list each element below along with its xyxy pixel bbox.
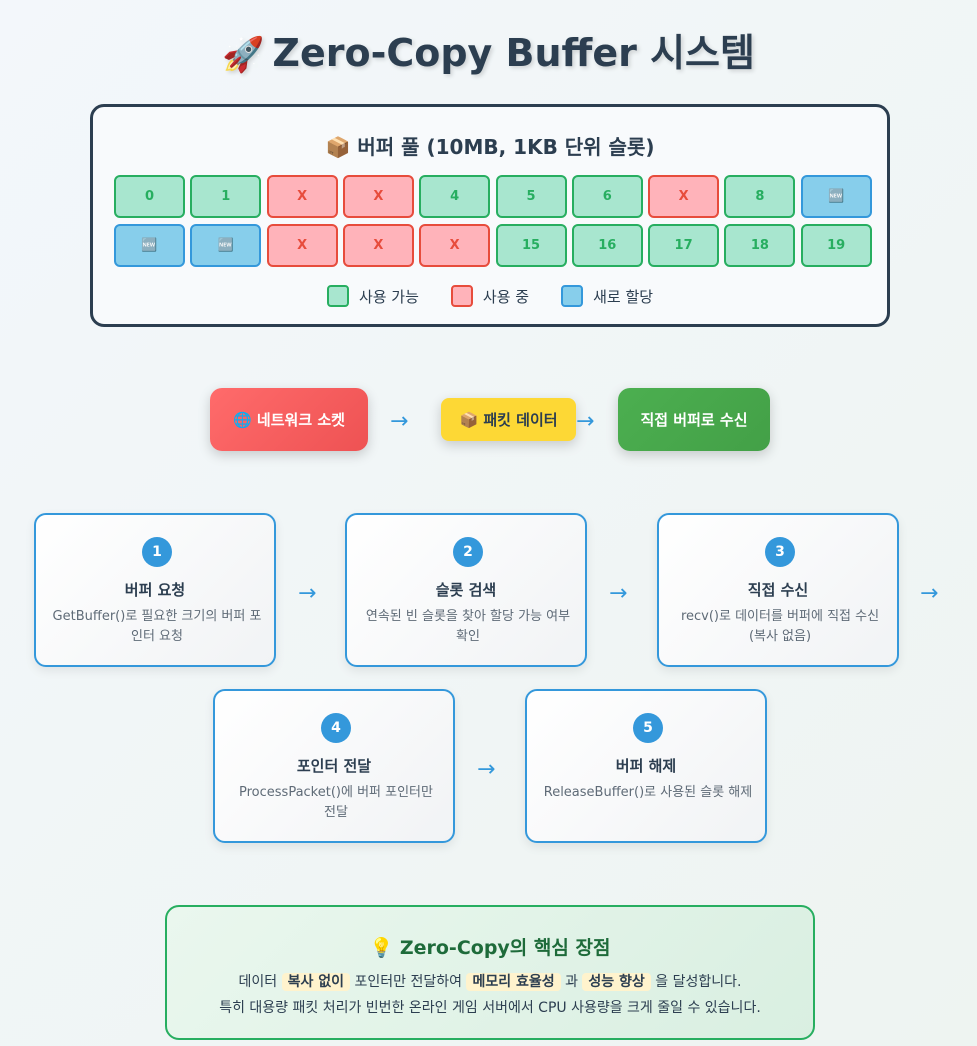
buffer-slot-15: 15 <box>495 224 567 267</box>
step-arrow-4: → <box>477 757 496 782</box>
step-title: 버퍼 해제 <box>615 757 677 775</box>
legend-new-swatch <box>561 285 584 307</box>
step-card-3: 3 직접 수신 recv()로 데이터를 버퍼에 직접 수신 (복사 없음) <box>657 513 899 667</box>
buffer-pool-title-text: 버퍼 풀 (10MB, 1KB 단위 슬롯) <box>357 135 655 159</box>
benefit-title: 💡 Zero-Copy의 핵심 장점 <box>167 933 813 960</box>
step-description: 연속된 빈 슬롯을 찾아 할당 가능 여부 확인 <box>365 609 571 644</box>
page-title-text: Zero-Copy Buffer 시스템 <box>272 31 755 75</box>
highlight-performance: 성능 향상 <box>582 973 651 991</box>
buffer-slot-9: 🆕 <box>800 175 872 218</box>
buffer-slot-7: X <box>648 175 720 218</box>
buffer-pool-title: 📦 버퍼 풀 (10MB, 1KB 단위 슬롯) <box>93 131 887 160</box>
page-title: 🚀Zero-Copy Buffer 시스템 <box>0 22 977 77</box>
buffer-slot-6: 6 <box>571 175 643 218</box>
slot-legend: 사용 가능 사용 중 새로 할당 <box>93 285 887 307</box>
legend-free-swatch <box>326 285 349 307</box>
benefit-text-segment: 과 <box>565 974 578 990</box>
step-card-1: 1 버퍼 요청 GetBuffer()로 필요한 크기의 버퍼 포인터 요청 <box>34 513 276 667</box>
step-title: 슬롯 검색 <box>435 581 497 599</box>
buffer-slot-16: 16 <box>571 224 643 267</box>
buffer-slot-12: X <box>266 224 338 267</box>
buffer-slot-5: 5 <box>495 175 567 218</box>
buffer-slot-0: 0 <box>114 175 185 218</box>
step-arrow-2: → <box>609 581 628 606</box>
highlight-memory-efficiency: 메모리 효율성 <box>466 973 561 991</box>
highlight-no-copy: 복사 없이 <box>281 973 351 991</box>
step-title: 버퍼 요청 <box>124 581 186 599</box>
buffer-slot-18: 18 <box>724 224 796 267</box>
benefit-text-segment: 포인터만 전달하여 <box>354 974 463 990</box>
step-description: ReleaseBuffer()로 사용된 슬롯 해제 <box>543 785 753 800</box>
buffer-slot-10: 🆕 <box>114 224 185 267</box>
step-card-2: 2 슬롯 검색 연속된 빈 슬롯을 찾아 할당 가능 여부 확인 <box>345 513 587 667</box>
legend-used-swatch <box>450 285 473 307</box>
benefit-line-1: 데이터 복사 없이 포인터만 전달하여 메모리 효율성 과 성능 향상 을 달성… <box>167 969 813 995</box>
step-card-5: 5 버퍼 해제 ReleaseBuffer()로 사용된 슬롯 해제 <box>525 689 767 843</box>
buffer-slot-14: X <box>419 224 491 267</box>
benefit-text-segment: 을 달성합니다. <box>655 974 742 990</box>
step-description: recv()로 데이터를 버퍼에 직접 수신 (복사 없음) <box>680 609 880 644</box>
legend-new-label: 새로 할당 <box>593 287 654 306</box>
step-card-4: 4 포인터 전달 ProcessPacket()에 버퍼 포인터만 전달 <box>213 689 455 843</box>
buffer-slot-4: 4 <box>419 175 491 218</box>
step-number: 5 <box>633 713 663 743</box>
step-number: 2 <box>453 537 483 567</box>
buffer-slot-8: 8 <box>724 175 796 218</box>
step-title: 직접 수신 <box>747 581 809 599</box>
legend-free-label: 사용 가능 <box>358 287 419 306</box>
legend-used-label: 사용 중 <box>482 287 530 306</box>
package-icon: 📦 <box>325 135 351 159</box>
rocket-icon: 🚀 <box>222 35 265 75</box>
step-number: 1 <box>142 537 172 567</box>
lightbulb-icon: 💡 <box>369 937 394 959</box>
flow-arrow-1: → <box>390 409 409 434</box>
step-arrow-1: → <box>298 581 317 606</box>
legend-free: 사용 가능 <box>326 285 419 307</box>
benefit-line-2: 특히 대용량 패킷 처리가 빈번한 온라인 게임 서버에서 CPU 사용량을 크… <box>219 1000 761 1016</box>
step-description: ProcessPacket()에 버퍼 포인터만 전달 <box>239 785 433 820</box>
buffer-slot-1: 1 <box>190 175 262 218</box>
step-arrow-3: → <box>920 581 939 606</box>
buffer-slot-13: X <box>342 224 414 267</box>
buffer-slot-3: X <box>342 175 414 218</box>
step-description: GetBuffer()로 필요한 크기의 버퍼 포인터 요청 <box>52 609 262 644</box>
buffer-slot-19: 19 <box>800 224 872 267</box>
benefit-text-segment: 데이터 <box>238 974 278 990</box>
buffer-slot-11: 🆕 <box>190 224 262 267</box>
buffer-slot-2: X <box>266 175 338 218</box>
step-number: 3 <box>765 537 795 567</box>
benefit-text: 데이터 복사 없이 포인터만 전달하여 메모리 효율성 과 성능 향상 을 달성… <box>167 969 813 1021</box>
benefit-panel: 💡 Zero-Copy의 핵심 장점 데이터 복사 없이 포인터만 전달하여 메… <box>165 905 815 1040</box>
step-title: 포인터 전달 <box>296 757 372 775</box>
step-number: 4 <box>321 713 351 743</box>
legend-new: 새로 할당 <box>561 285 653 307</box>
legend-used: 사용 중 <box>450 285 530 307</box>
flow-arrow-2: → <box>576 409 595 434</box>
buffer-slot-17: 17 <box>648 224 720 267</box>
packet-data-box: 📦 패킷 데이터 <box>441 398 576 441</box>
direct-receive-box: 직접 버퍼로 수신 <box>618 388 770 451</box>
benefit-title-text: Zero-Copy의 핵심 장점 <box>399 937 611 959</box>
network-socket-box: 🌐 네트워크 소켓 <box>210 388 368 451</box>
